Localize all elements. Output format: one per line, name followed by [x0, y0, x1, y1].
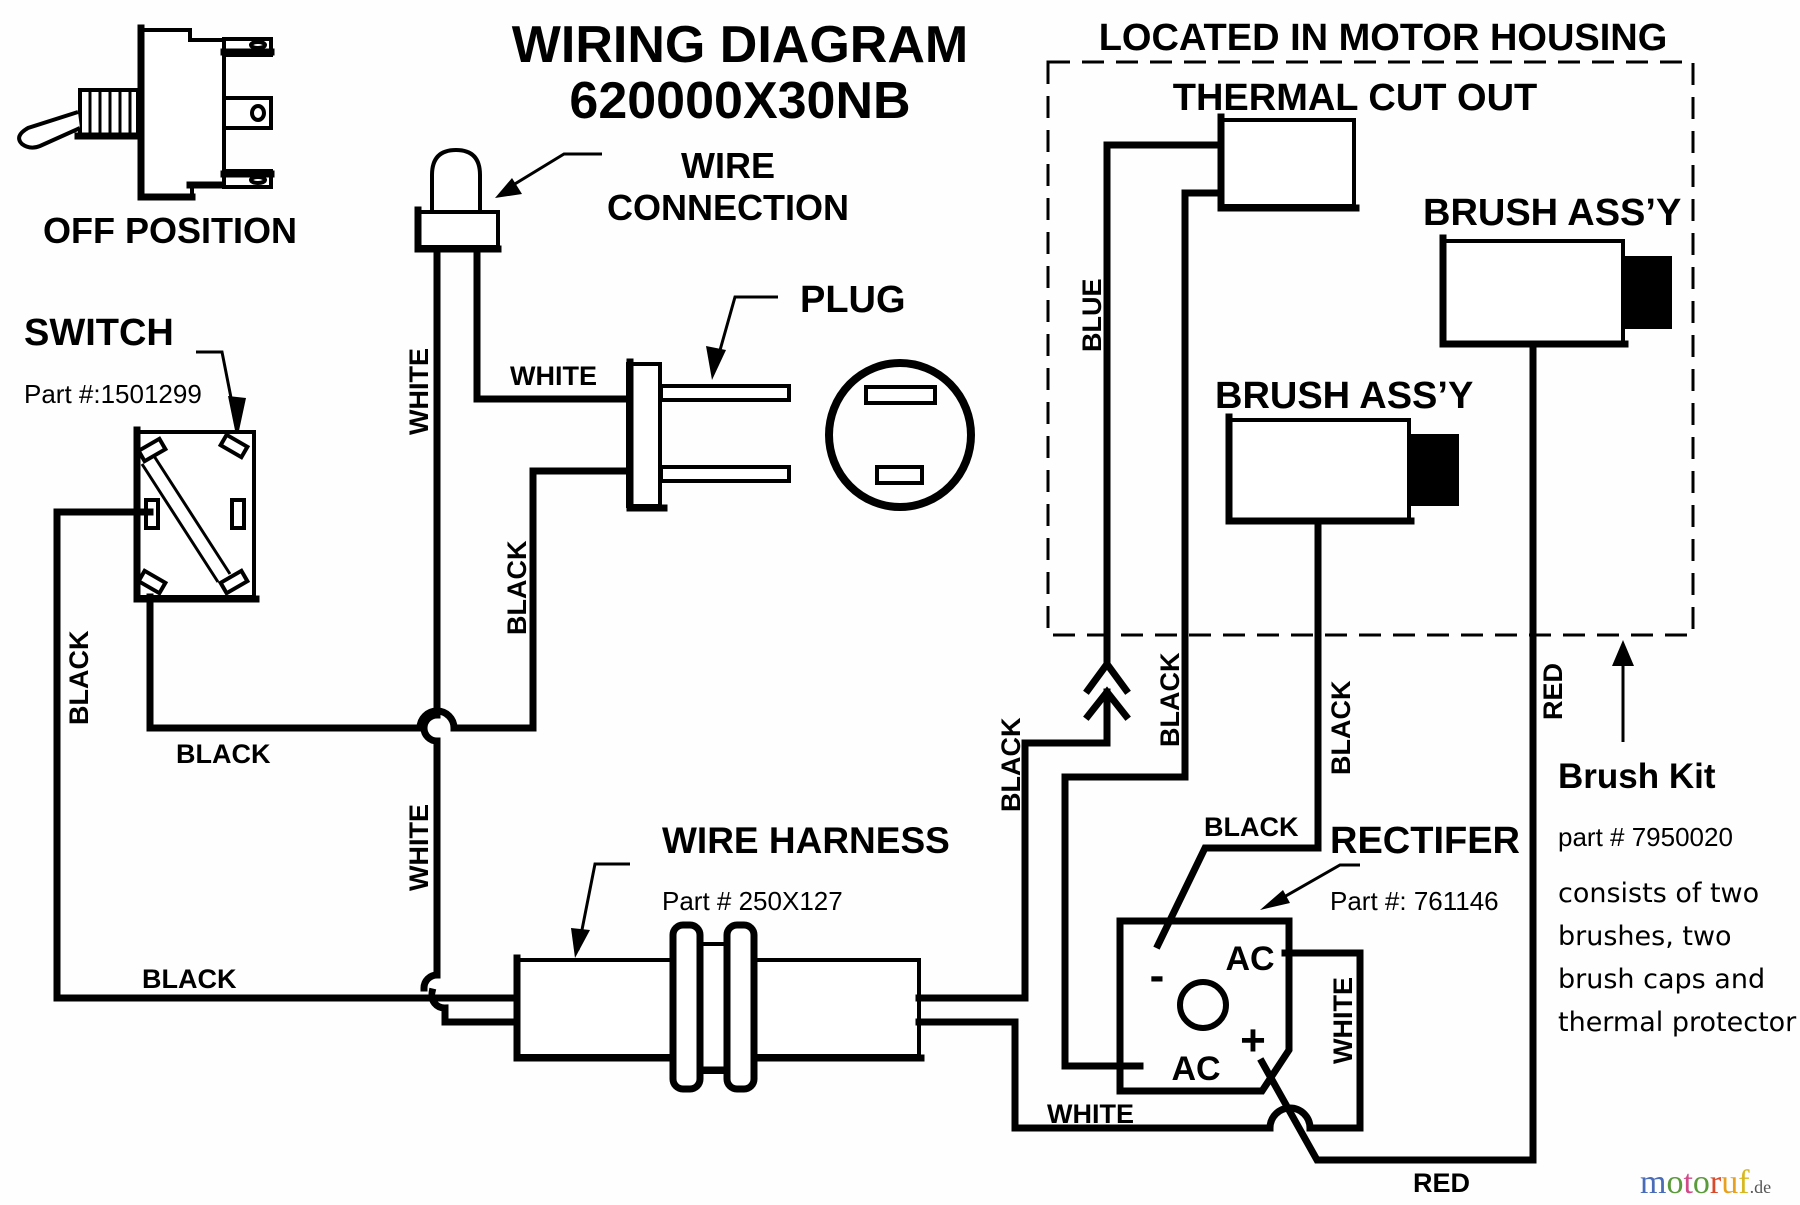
- arrowhead-icon: [706, 346, 726, 380]
- wire-label-black-bottom: BLACK: [142, 964, 237, 994]
- brush-assy-top-label: BRUSH ASS’Y: [1423, 192, 1681, 234]
- arrowhead-icon: [1612, 640, 1634, 666]
- wire-blue: [1103, 141, 1225, 669]
- rectifier-component: [1116, 917, 1293, 1095]
- motor-housing-label: LOCATED IN MOTOR HOUSING: [1099, 17, 1668, 59]
- wire-white-harness-in: [428, 987, 521, 1026]
- watermark-letter: t: [1683, 1164, 1693, 1201]
- wire-white-main: [420, 245, 441, 992]
- rectifier-terminal-minus: -: [1150, 951, 1165, 1000]
- diagram-title: WIRING DIAGRAM: [512, 16, 968, 74]
- arrowhead-icon: [495, 178, 522, 198]
- plug-pointer: [713, 295, 778, 369]
- switch-component: [133, 426, 260, 603]
- brush-kit-part-number: part # 7950020: [1558, 822, 1733, 852]
- switch-part-number: Part #:1501299: [24, 379, 202, 409]
- wire-harness-component: [513, 921, 925, 1093]
- arrowhead-icon: [571, 928, 590, 958]
- wire-label-white-lower: WHITE: [404, 804, 434, 891]
- watermark-letter: o: [1666, 1164, 1683, 1201]
- toggle-switch-icon: [17, 24, 275, 201]
- wire-label-black-switch: BLACK: [176, 739, 271, 769]
- rectifier-terminal-ac-top: AC: [1225, 940, 1274, 978]
- wire-label-black-plug: BLACK: [502, 540, 532, 635]
- watermark-suffix: .de: [1750, 1177, 1772, 1197]
- watermark-letter: u: [1721, 1164, 1738, 1201]
- watermark-logo: motoruf.de: [1640, 1164, 1771, 1201]
- wire-black-switch: [146, 593, 537, 732]
- thermal-cut-out-component: [1217, 113, 1360, 212]
- wire-black-left: [53, 508, 441, 1002]
- wire-black-harness-out: [915, 688, 1111, 1002]
- switch-label: SWITCH: [24, 312, 174, 354]
- brush-assy-mid-label: BRUSH ASS’Y: [1215, 375, 1473, 417]
- wire-label-white-bottom: WHITE: [1047, 1099, 1134, 1129]
- wire-label-black-harness-out: BLACK: [996, 717, 1026, 812]
- brush-assy-top-component: [1439, 234, 1672, 348]
- arrowhead-icon: [1260, 890, 1290, 910]
- bullet-connector-female-icon: [1083, 658, 1131, 695]
- rectifier-terminal-ac-bottom: AC: [1171, 1050, 1220, 1088]
- watermark-letter: r: [1710, 1164, 1722, 1201]
- brush-kit-title: Brush Kit: [1558, 757, 1716, 796]
- wire-connection-pointer: [504, 152, 602, 192]
- brush-kit-desc-line: thermal protector: [1558, 1007, 1797, 1038]
- wire-harness-pointer: [576, 862, 630, 951]
- off-position-caption: OFF POSITION: [43, 210, 297, 251]
- brush-kit-desc-line: brush caps and: [1558, 964, 1765, 995]
- rectifier-label: RECTIFER: [1330, 820, 1520, 862]
- wire-white-plug: [473, 245, 634, 403]
- plug-label: PLUG: [800, 279, 906, 321]
- wire-label-red-vertical: RED: [1538, 663, 1568, 720]
- thermal-cut-out-label: THERMAL CUT OUT: [1173, 77, 1538, 119]
- wire-label-black-thermal: BLACK: [1155, 652, 1185, 747]
- wire-connection-label-line2: CONNECTION: [607, 187, 849, 228]
- wire-label-black-minus: BLACK: [1204, 812, 1299, 842]
- wire-black-thermal: [1061, 189, 1225, 1070]
- wire-white-rectifier: [915, 949, 1364, 1132]
- rectifier-part-number: Part #: 761146: [1330, 886, 1499, 916]
- wire-label-red-bottom: RED: [1413, 1168, 1470, 1198]
- watermark-letter: o: [1693, 1164, 1710, 1201]
- wire-black-plug: [529, 467, 634, 732]
- watermark-letter: f: [1738, 1164, 1750, 1201]
- wire-black-brush: [1153, 517, 1322, 950]
- brush-kit-desc-line: brushes, two: [1558, 921, 1732, 952]
- rectifier-pointer: [1269, 863, 1360, 907]
- wire-label-white-rectifier: WHITE: [1328, 977, 1358, 1064]
- plug-face-icon: [825, 359, 975, 511]
- brush-assy-mid-component: [1225, 413, 1459, 525]
- wire-label-white-upper: WHITE: [404, 348, 434, 435]
- wire-harness-part-number: Part # 250X127: [662, 886, 843, 916]
- brush-kit-desc-line: consists of two: [1558, 878, 1759, 909]
- switch-pointer-arrow: [196, 350, 237, 419]
- wire-label-black-left: BLACK: [64, 630, 94, 725]
- model-number: 620000X30NB: [569, 72, 910, 130]
- wire-nut-icon: [414, 147, 502, 253]
- wire-label-blue: BLUE: [1077, 279, 1107, 353]
- wire-connection-label-line1: WIRE: [681, 145, 775, 186]
- plug-component: [626, 358, 791, 512]
- rectifier-terminal-plus: +: [1240, 1016, 1266, 1065]
- arrowhead-icon: [228, 396, 246, 440]
- wire-harness-label: WIRE HARNESS: [662, 820, 950, 861]
- wire-label-white-plug: WHITE: [510, 361, 597, 391]
- wire-red: [1257, 340, 1537, 1164]
- motor-housing-boundary: [1046, 60, 1695, 637]
- watermark-letter: m: [1640, 1164, 1666, 1201]
- wire-label-black-brush: BLACK: [1326, 680, 1356, 775]
